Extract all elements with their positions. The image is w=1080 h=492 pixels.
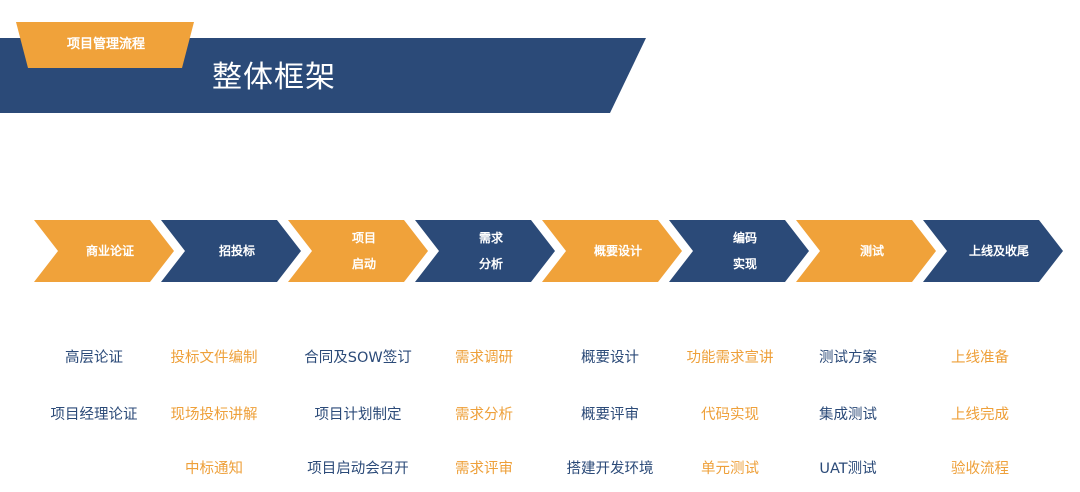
flow-step-7-chevron	[796, 220, 936, 282]
flow-step-label-line1: 编码	[732, 231, 757, 245]
flow-step-3-chevron	[288, 220, 428, 282]
step-2-detail-item: 现场投标讲解	[170, 407, 258, 423]
flow-step-8-chevron	[923, 220, 1063, 282]
flow-step-2-chevron	[161, 220, 301, 282]
flow-step-label-line2: 实现	[732, 257, 757, 271]
flow-step-5-chevron	[542, 220, 682, 282]
flow-step-3-label: 项目启动	[309, 220, 419, 282]
step-1-detail-item: 高层论证	[65, 350, 123, 366]
flow-step-4-chevron	[415, 220, 555, 282]
flow-step-label-line1: 概要设计	[593, 244, 642, 258]
step-2-detail-item: 投标文件编制	[170, 350, 258, 366]
step-1-detail-item: 项目经理论证	[50, 407, 138, 423]
page-title: 整体框架	[212, 60, 336, 95]
flow-step-6-label: 编码实现	[690, 220, 800, 282]
step-3-detail-item: 合同及SOW签订	[304, 350, 412, 366]
step-5-detail-item: 搭建开发环境	[566, 461, 654, 477]
step-3-detail-item: 项目启动会召开	[307, 461, 409, 477]
flow-step-label-line1: 测试	[859, 244, 884, 258]
step-3-detail-item: 项目计划制定	[314, 407, 402, 423]
flow-step-8-label: 上线及收尾	[944, 220, 1054, 282]
process-flow: 商业论证招投标项目启动需求分析概要设计编码实现测试上线及收尾	[0, 220, 1080, 282]
step-8-detail-item: 验收流程	[951, 461, 1009, 477]
step-8-detail-item: 上线准备	[951, 350, 1009, 366]
flow-step-1-label: 商业论证	[55, 220, 165, 282]
flow-step-label-line1: 上线及收尾	[968, 244, 1029, 258]
flow-step-label-line1: 商业论证	[85, 244, 134, 258]
step-8-detail-item: 上线完成	[951, 407, 1009, 423]
flow-step-label-line1: 招投标	[218, 244, 255, 258]
step-4-detail-item: 需求调研	[455, 350, 513, 366]
step-7-detail-item: 测试方案	[819, 350, 877, 366]
flow-step-6-chevron	[669, 220, 809, 282]
flow-step-label-line2: 分析	[478, 257, 503, 271]
step-6-detail-item: 单元测试	[701, 461, 759, 477]
step-5-detail-item: 概要评审	[581, 407, 639, 423]
flow-step-label-line2: 启动	[351, 257, 376, 271]
step-7-detail-item: UAT测试	[819, 461, 877, 477]
flow-chevrons	[34, 220, 1063, 282]
flow-step-4-label: 需求分析	[436, 220, 546, 282]
flow-step-7-label: 测试	[817, 220, 927, 282]
step-4-detail-item: 需求评审	[455, 461, 513, 477]
step-5-detail-item: 概要设计	[581, 350, 639, 366]
header-banner: 项目管理流程 整体框架	[0, 0, 1080, 140]
step-7-detail-item: 集成测试	[819, 407, 877, 423]
section-tag: 项目管理流程	[66, 36, 145, 52]
banner-graphic	[0, 22, 646, 113]
flow-step-5-label: 概要设计	[563, 220, 673, 282]
flow-step-2-label: 招投标	[182, 220, 292, 282]
flow-step-1-chevron	[34, 220, 174, 282]
flow-step-label-line1: 项目	[351, 231, 376, 245]
step-6-detail-item: 功能需求宣讲	[686, 350, 774, 366]
step-6-detail-item: 代码实现	[701, 407, 759, 423]
step-4-detail-item: 需求分析	[455, 407, 513, 423]
step-2-detail-item: 中标通知	[185, 461, 243, 477]
banner-tag-shape	[16, 22, 194, 68]
flow-step-label-line1: 需求	[478, 231, 503, 245]
